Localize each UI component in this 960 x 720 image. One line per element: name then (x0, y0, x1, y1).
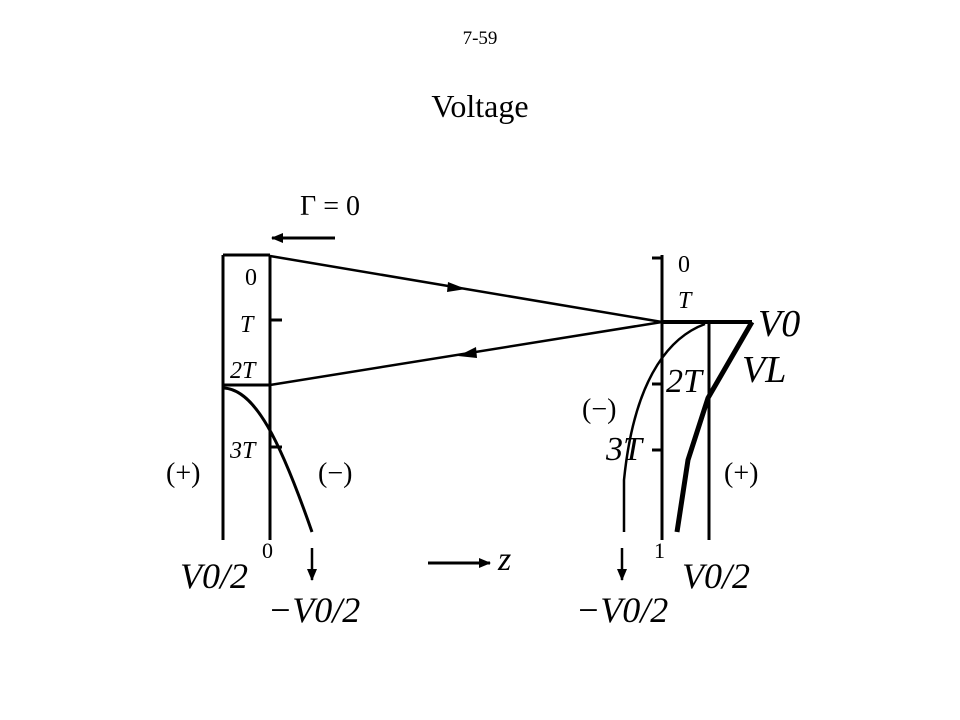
left-voltage-curve (223, 386, 314, 533)
left-tick-2t: 2T (230, 358, 257, 384)
right-tick-t: T (678, 288, 693, 314)
slide-title: Voltage (431, 88, 529, 124)
z-axis-label: z (497, 541, 511, 578)
reflected-wave-arrow (458, 347, 477, 358)
right-tick-0: 0 (678, 252, 690, 278)
incident-wave-arrow (447, 282, 466, 292)
v0-label: V0 (758, 303, 800, 345)
left-sign-minus: (−) (318, 458, 352, 489)
vl-label: VL (742, 349, 786, 391)
right-tick-3t: 3T (605, 431, 644, 468)
right-sign-minus: (−) (582, 394, 616, 425)
left-axis (221, 253, 282, 540)
reflection-coefficient-label: Γ = 0 (300, 191, 360, 222)
right-plus-value: V0/2 (682, 556, 750, 596)
left-plus-value: V0/2 (180, 556, 248, 596)
right-tick-2t: 2T (666, 363, 704, 400)
left-minus-value: −V0/2 (268, 590, 360, 630)
left-sign-plus: (+) (166, 458, 200, 489)
right-sign-plus: (+) (724, 458, 758, 489)
right-voltage-curve (622, 322, 706, 532)
left-bottom-label: 0 (262, 538, 273, 563)
load-voltage-curve (674, 320, 755, 533)
page-number: 7-59 (462, 28, 498, 49)
left-tick-3t: 3T (229, 438, 257, 464)
right-bottom-label: 1 (654, 538, 665, 563)
right-minus-value: −V0/2 (576, 590, 668, 630)
right-axis (652, 255, 711, 540)
left-tick-0: 0 (245, 265, 257, 291)
left-tick-t: T (240, 312, 255, 338)
